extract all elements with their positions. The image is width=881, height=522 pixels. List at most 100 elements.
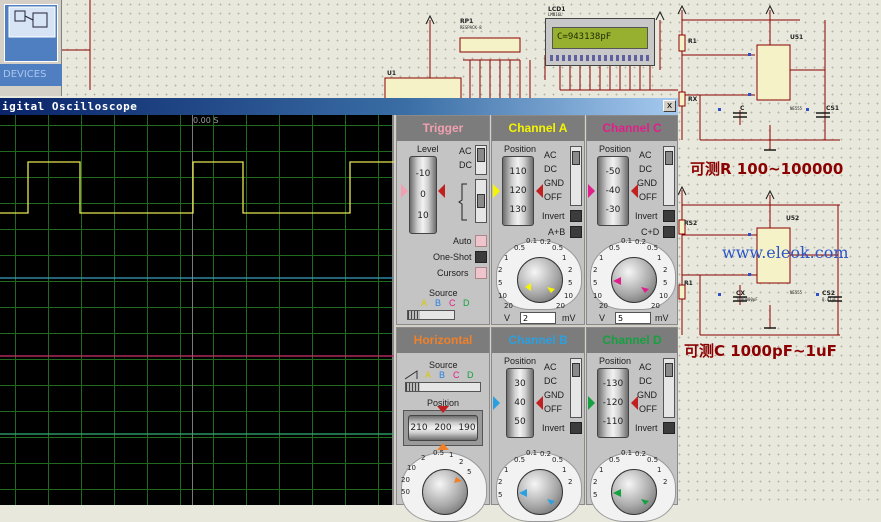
channel-a-volts-dial[interactable]: [496, 240, 582, 310]
channel-c-position-drum[interactable]: -50 -40 -30: [597, 156, 629, 226]
title-bar[interactable]: igital Oscilloscope x: [0, 98, 678, 115]
trace-channel-a: [0, 161, 394, 214]
chc-dial-tick: 10: [659, 292, 668, 300]
close-button[interactable]: x: [663, 100, 676, 112]
cha-dial-tick: 1: [562, 254, 567, 262]
horizontal-source-slider[interactable]: [405, 382, 481, 392]
level-tick-2: 0: [420, 190, 426, 200]
channel-a-value-input[interactable]: 2: [520, 312, 556, 324]
chd-pos-tick-1: -130: [602, 379, 624, 389]
chb-gnd-label: GND: [544, 390, 564, 400]
trigger-cursors-button[interactable]: [475, 267, 487, 279]
chc-dial-tick: 2: [593, 266, 598, 274]
chc-dial-tick: 20: [599, 302, 608, 310]
h-dial-tick: 0.5: [433, 449, 445, 457]
trigger-source-d: D: [463, 298, 470, 308]
cha-ac-label: AC: [544, 150, 557, 160]
channel-c-coupling-switch[interactable]: [663, 146, 675, 206]
trigger-level-drum[interactable]: -10 0 10: [409, 156, 437, 234]
channel-d-position-label: Position: [599, 356, 632, 366]
rp1-part-label: RESPACK-8: [460, 25, 482, 30]
ne555-top-label: NE555: [790, 106, 803, 111]
horizontal-time-dial[interactable]: [401, 452, 487, 522]
cha-dial-tick: 5: [568, 279, 573, 287]
u51-label: U51: [790, 34, 804, 41]
trigger-edge-switch[interactable]: [475, 179, 487, 223]
chc-dial-tick: 1: [599, 254, 604, 262]
cx-label: CX: [736, 290, 746, 297]
channel-c-combine-button[interactable]: [663, 226, 675, 238]
horizontal-source-label: Source: [429, 360, 458, 370]
horizontal-dial-pointer-icon: [454, 477, 462, 483]
level-tick-3: 10: [417, 211, 429, 221]
devices-label[interactable]: DEVICES: [0, 64, 62, 86]
channel-a-position-drum[interactable]: 110 120 130: [502, 156, 534, 226]
chd-off-label: OFF: [639, 404, 657, 414]
cha-gnd-label: GND: [544, 178, 564, 188]
schematic-preview-icon: [8, 6, 56, 38]
trigger-oneshot-button[interactable]: [475, 251, 487, 263]
ramp-icon: [405, 370, 418, 380]
chb-dial-tick: 0.1: [526, 449, 538, 457]
trigger-coupling-switch[interactable]: [475, 145, 487, 175]
watermark-url: www.eleok.com: [722, 243, 849, 262]
channel-a-coupling-switch[interactable]: [570, 146, 582, 206]
horizontal-position-drum[interactable]: 210 200 190: [408, 415, 478, 441]
channel-b-position-drum[interactable]: 30 40 50: [506, 368, 534, 438]
channel-c-position-marker-icon: [588, 184, 638, 198]
channel-c-invert-button[interactable]: [663, 210, 675, 222]
chc-dial-tick: 1: [657, 254, 662, 262]
channel-d-position-drum[interactable]: -130 -120 -110: [597, 368, 629, 438]
cha-dial-tick: 2: [568, 266, 573, 274]
trigger-source-a: A: [421, 298, 428, 308]
channel-c-volts-dial[interactable]: [590, 240, 676, 310]
trigger-ac-label: AC: [459, 146, 472, 156]
chc-dial-tick: 0.5: [609, 244, 621, 252]
rx-label: RX: [688, 96, 698, 103]
cha-pos-tick-2: 120: [509, 186, 527, 196]
channel-a-position-label: Position: [504, 144, 537, 154]
c-label: C: [740, 105, 745, 112]
cha-dial-tick: 10: [498, 292, 507, 300]
h-dial-tick: 20: [401, 476, 410, 484]
chc-dc-label: DC: [639, 164, 652, 174]
channel-c-dial-pointer-icon: [613, 277, 649, 293]
channel-d-invert-button[interactable]: [663, 422, 675, 434]
trigger-auto-button[interactable]: [475, 235, 487, 247]
channel-b-volts-dial[interactable]: [496, 452, 582, 522]
chb-dial-tick: 2: [498, 478, 503, 486]
rp1-label: RP1: [460, 18, 474, 25]
note-resistance-range: 可测R 100~100000: [690, 160, 844, 178]
chd-dial-tick: 2: [663, 478, 668, 486]
trigger-source-slider[interactable]: [407, 310, 455, 320]
channel-a-invert-button[interactable]: [570, 210, 582, 222]
cx-value: 1000000pF: [736, 297, 758, 302]
rs2-label: RS2: [684, 220, 698, 227]
channel-d-coupling-switch[interactable]: [663, 358, 675, 418]
cha-mv-label: mV: [562, 313, 576, 323]
chd-dc-label: DC: [639, 376, 652, 386]
r1-top-label: R1: [688, 38, 697, 45]
u52-label: U52: [786, 215, 800, 222]
trigger-source-b: B: [435, 298, 442, 308]
channel-a-combine-button[interactable]: [570, 226, 582, 238]
cha-dial-tick: 20: [556, 302, 565, 310]
trigger-source-c: C: [449, 298, 456, 308]
channel-b-invert-button[interactable]: [570, 422, 582, 434]
r1-bottom-label: R1: [684, 280, 693, 287]
channel-d-position-marker-icon: [588, 396, 638, 410]
h-dial-tick: 1: [449, 451, 454, 459]
ne555-bottom-label: NE555: [790, 290, 803, 295]
cs1-label: CS1: [826, 105, 840, 112]
h-source-a: A: [425, 370, 432, 380]
channel-d-volts-dial[interactable]: [590, 452, 676, 522]
chb-off-label: OFF: [544, 404, 562, 414]
channel-b-dial-pointer-icon: [519, 489, 555, 505]
scope-display[interactable]: 0.00 S: [0, 115, 394, 505]
channel-b-coupling-switch[interactable]: [570, 358, 582, 418]
lcd-label: LCD1: [548, 6, 566, 13]
chb-invert-label: Invert: [542, 423, 565, 433]
chc-pos-tick-1: -50: [605, 167, 621, 177]
channel-c-value-input[interactable]: 5: [615, 312, 651, 324]
note-capacitance-range: 可测C 1000pF~1uF: [684, 342, 837, 360]
